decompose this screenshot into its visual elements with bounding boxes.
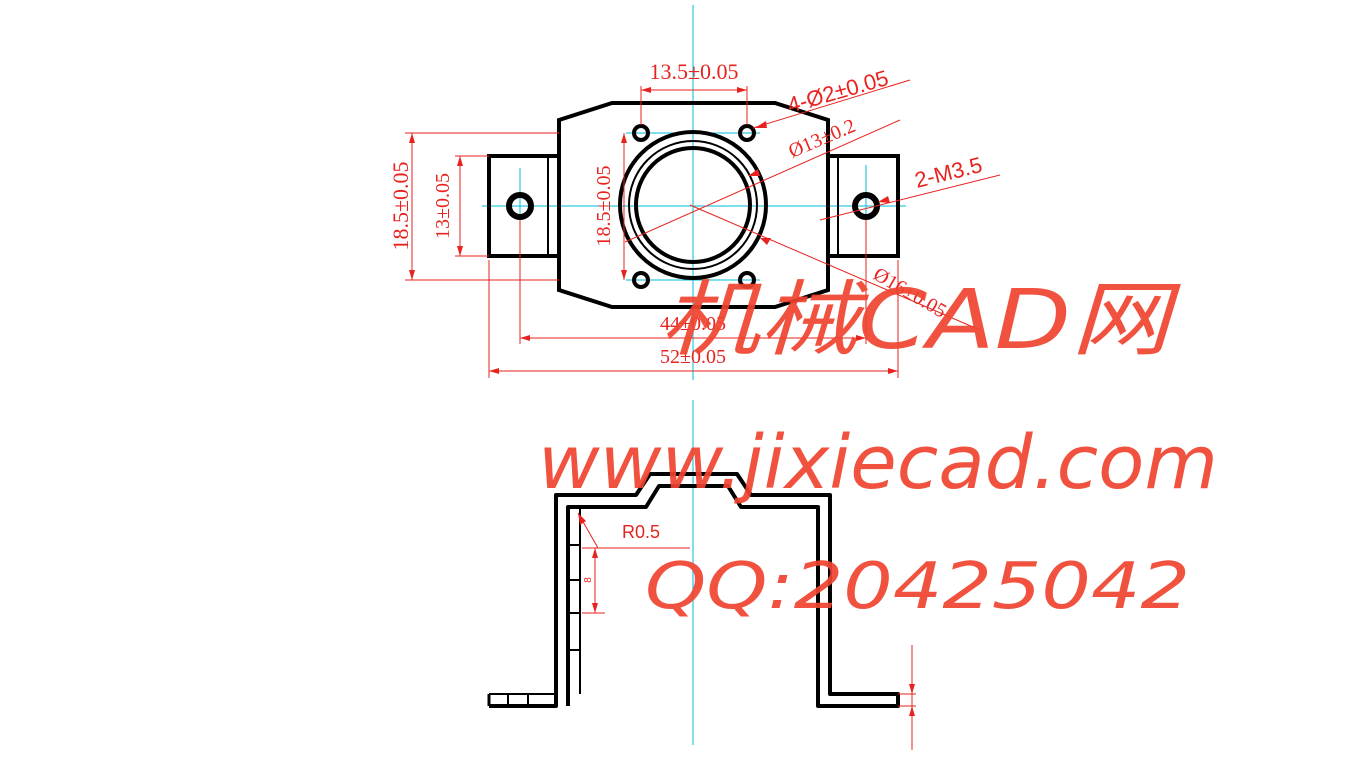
watermark-site-name: 机械CAD网 (660, 273, 1182, 368)
dim-wall: 8 (583, 577, 594, 583)
mount-hole-left (506, 192, 534, 220)
bore-circle (634, 146, 752, 264)
dim-tab-height: 13±0.05 (432, 173, 454, 239)
right-tab-outline (828, 154, 900, 258)
dim-radius: R0.5 (622, 522, 660, 542)
watermark-qq: QQ:20425042 (645, 550, 1190, 624)
side-view-dimension-lines (577, 512, 916, 750)
watermark-url: www.jixiecad.com (538, 420, 1218, 506)
dim-hole-pitch: 13.5±0.05 (649, 59, 738, 84)
flange-outer-circle (618, 130, 768, 280)
top-view-arrowheads (409, 87, 898, 374)
dim-body-height: 18.5±0.05 (593, 166, 615, 247)
small-hole-tr (738, 124, 756, 142)
side-profile-inner (489, 507, 581, 695)
dim-mount-pitch: 44±0.05 (660, 313, 726, 335)
body-outline (557, 101, 830, 309)
small-hole-tl (632, 124, 650, 142)
top-view-dimension-lines (405, 79, 1001, 378)
dim-small-holes: 4-Ø2±0.05 (784, 65, 891, 118)
side-view-arrowheads (578, 513, 915, 716)
small-hole-br (738, 271, 756, 289)
centerlines (482, 5, 906, 745)
dim-thread: 2-M3.5 (912, 152, 984, 193)
left-tab-outline (487, 154, 559, 258)
dim-outer-height: 18.5±0.05 (388, 161, 413, 250)
dim-overall-width: 52±0.05 (660, 346, 726, 368)
small-hole-bl (632, 271, 650, 289)
top-view (487, 101, 900, 309)
flange-inner-circle (628, 140, 758, 270)
